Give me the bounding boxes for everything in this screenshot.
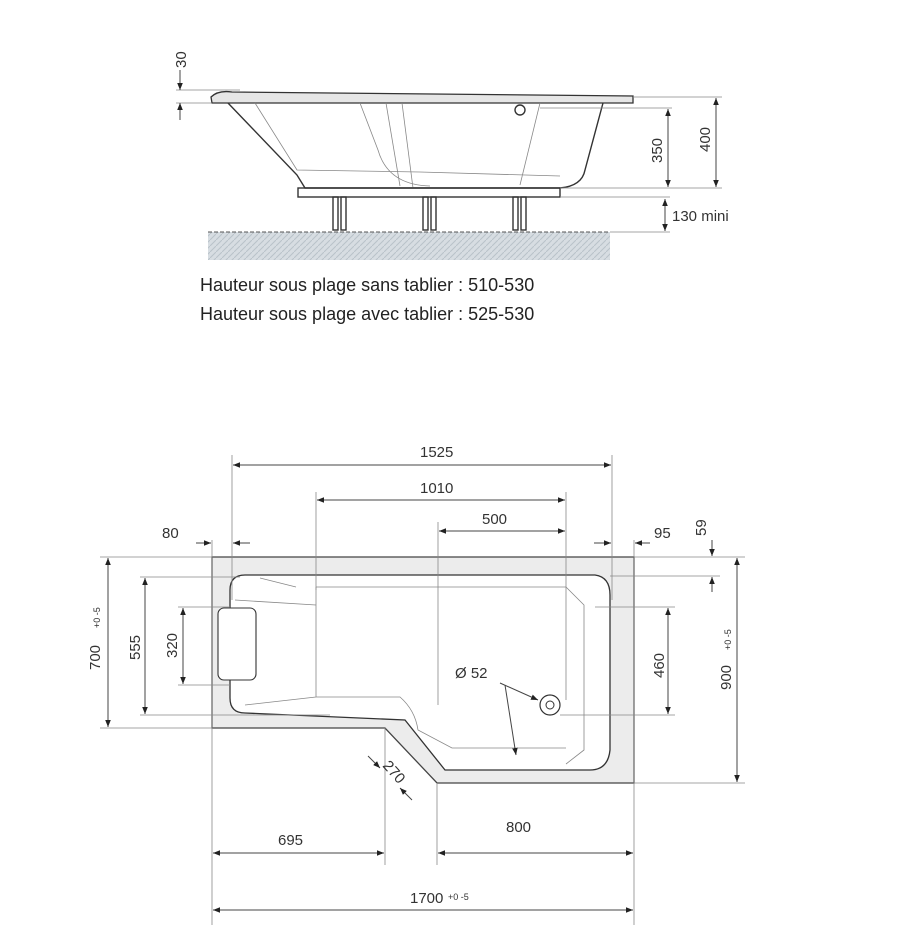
floor (208, 232, 610, 260)
dim-800: 800 (506, 819, 531, 836)
dim-500: 500 (482, 511, 507, 528)
note-without-apron: Hauteur sous plage sans tablier : 510-53… (200, 275, 534, 295)
note-with-apron: Hauteur sous plage avec tablier : 525-53… (200, 304, 534, 324)
dim-695: 695 (278, 832, 303, 849)
dim-1525: 1525 (420, 444, 453, 461)
dim-900: 900 (718, 665, 735, 690)
overflow-icon (514, 104, 526, 116)
legs (332, 196, 527, 231)
tol-900: +0 -5 (723, 629, 733, 650)
dim-59: 59 (693, 519, 710, 536)
tub-rim (210, 90, 634, 104)
dim-80: 80 (162, 525, 179, 542)
dim-555: 555 (127, 635, 144, 660)
plan-view: Ø 52 1525 1010 500 80 95 59 (87, 444, 745, 925)
headrest (217, 607, 257, 681)
dim-total-height: 400 (697, 127, 714, 152)
tol-1700: +0 -5 (448, 892, 469, 902)
dim-1010: 1010 (420, 480, 453, 497)
dim-drain: Ø 52 (455, 665, 488, 682)
tub-basin (229, 574, 611, 771)
dim-inner-depth: 350 (649, 138, 666, 163)
dim-320: 320 (164, 633, 181, 658)
dim-460: 460 (651, 653, 668, 678)
side-view: 30 350 400 130 mini Hauteur sous plage s… (173, 51, 729, 324)
dim-270: 270 (379, 757, 408, 787)
tol-700: +0 -5 (92, 607, 102, 628)
support-frame (297, 187, 561, 198)
dim-95: 95 (654, 525, 671, 542)
dim-rim: 30 (173, 51, 190, 68)
dim-leg-clearance: 130 mini (672, 208, 729, 225)
dim-700: 700 (87, 645, 104, 670)
dim-1700: 1700 (410, 890, 443, 907)
